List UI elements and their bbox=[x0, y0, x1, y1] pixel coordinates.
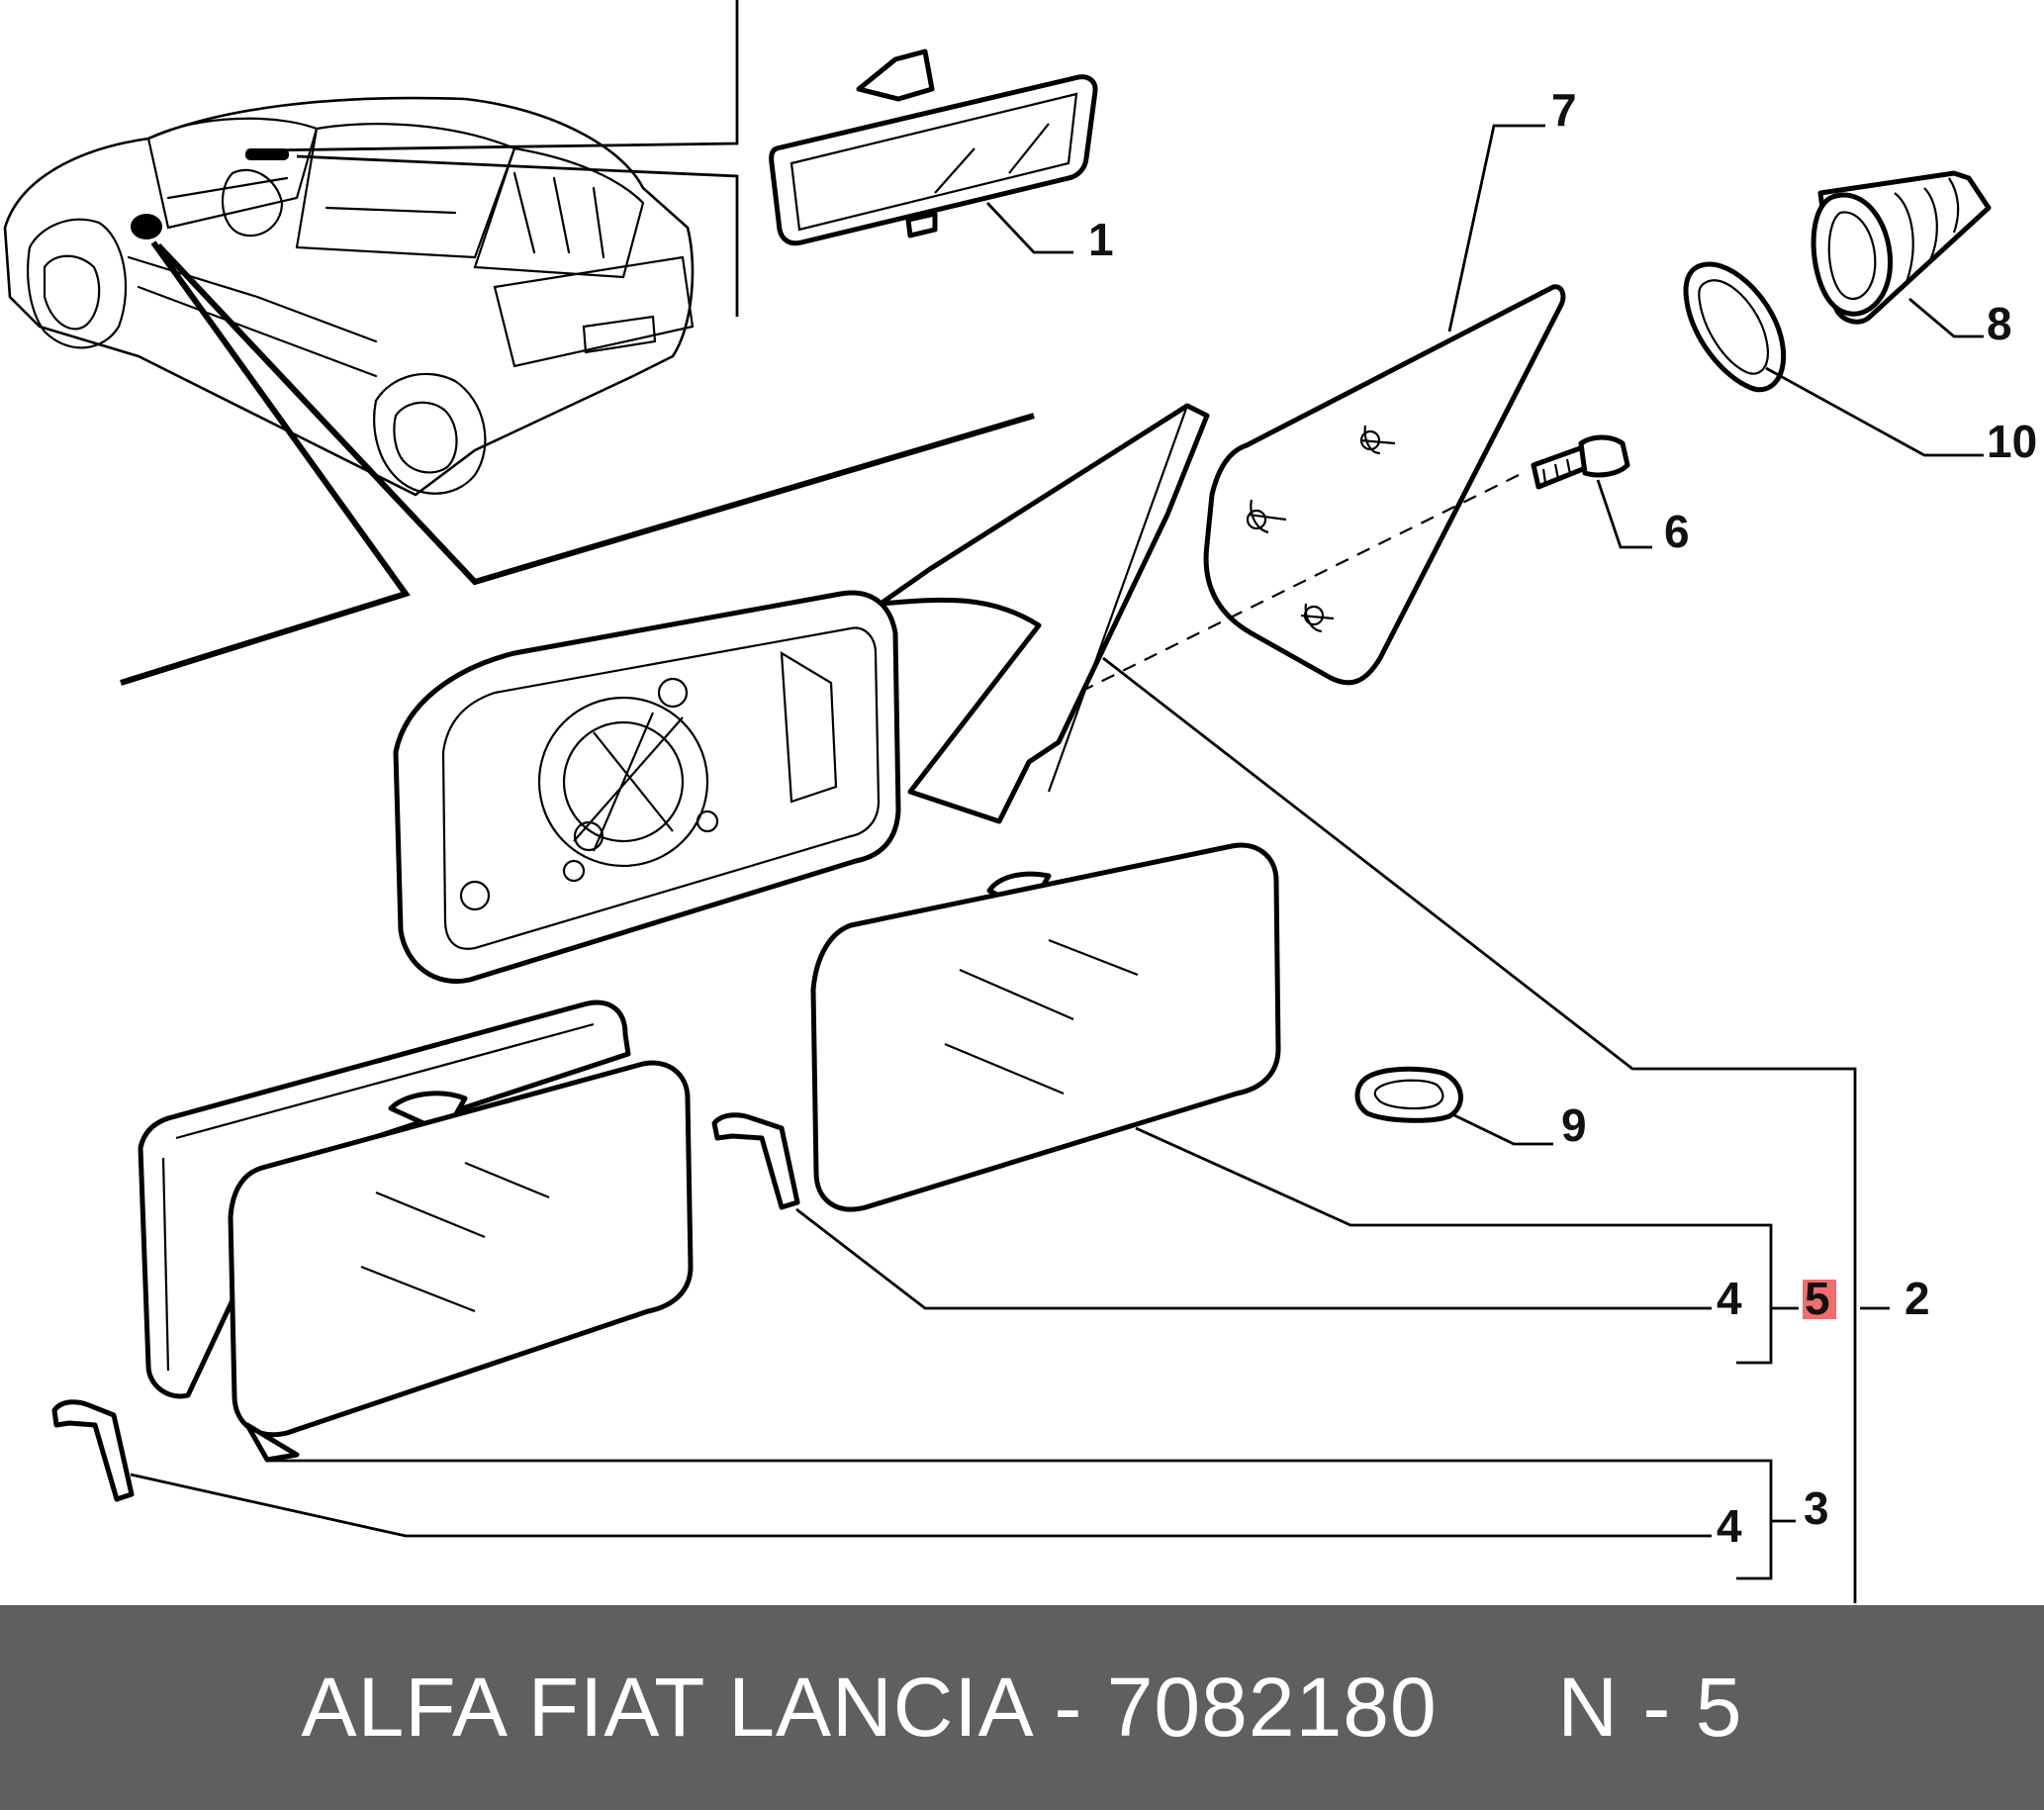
retaining-clip-upper bbox=[711, 1112, 800, 1210]
callout-4-lower: 4 bbox=[1717, 1500, 1742, 1552]
callout-10: 10 bbox=[1987, 416, 2037, 467]
callout-labels: 1 7 8 10 6 9 4 5 2 3 4 bbox=[1088, 84, 2037, 1552]
callout-1: 1 bbox=[1088, 214, 1114, 265]
callout-9: 9 bbox=[1561, 1099, 1587, 1151]
leader-lines bbox=[130, 124, 1984, 1603]
callout-5-highlight bbox=[1803, 1280, 1836, 1319]
callout-2: 2 bbox=[1905, 1273, 1930, 1324]
callout-3: 3 bbox=[1804, 1482, 1829, 1534]
part-number-caption: ALFA FIAT LANCIA - 7082180 N - 5 bbox=[301, 1661, 1743, 1754]
screw bbox=[1531, 434, 1630, 490]
callout-5: 5 bbox=[1805, 1273, 1830, 1324]
exploded-parts-diagram: 1 7 8 10 6 9 4 5 2 3 4 bbox=[3, 0, 2037, 1603]
grommet bbox=[1354, 1066, 1463, 1123]
car-overview-illustration bbox=[3, 0, 1035, 686]
callout-8: 8 bbox=[1987, 298, 2012, 349]
callout-6: 6 bbox=[1664, 506, 1690, 557]
mirror-glass-frame bbox=[138, 1000, 694, 1463]
mirror-mount-plate bbox=[1203, 284, 1566, 686]
callout-7: 7 bbox=[1551, 84, 1577, 136]
rubber-boot bbox=[1811, 170, 1992, 325]
footer-bar: ALFA FIAT LANCIA - 7082180 N - 5 bbox=[0, 1605, 2044, 1810]
retaining-clip-lower bbox=[51, 1399, 135, 1502]
interior-rearview-mirror bbox=[769, 48, 1098, 246]
mirror-housing bbox=[393, 403, 1210, 984]
callout-4-upper: 4 bbox=[1717, 1273, 1742, 1324]
mirror-glass-large bbox=[810, 842, 1281, 1212]
retaining-ring bbox=[1683, 261, 1787, 393]
